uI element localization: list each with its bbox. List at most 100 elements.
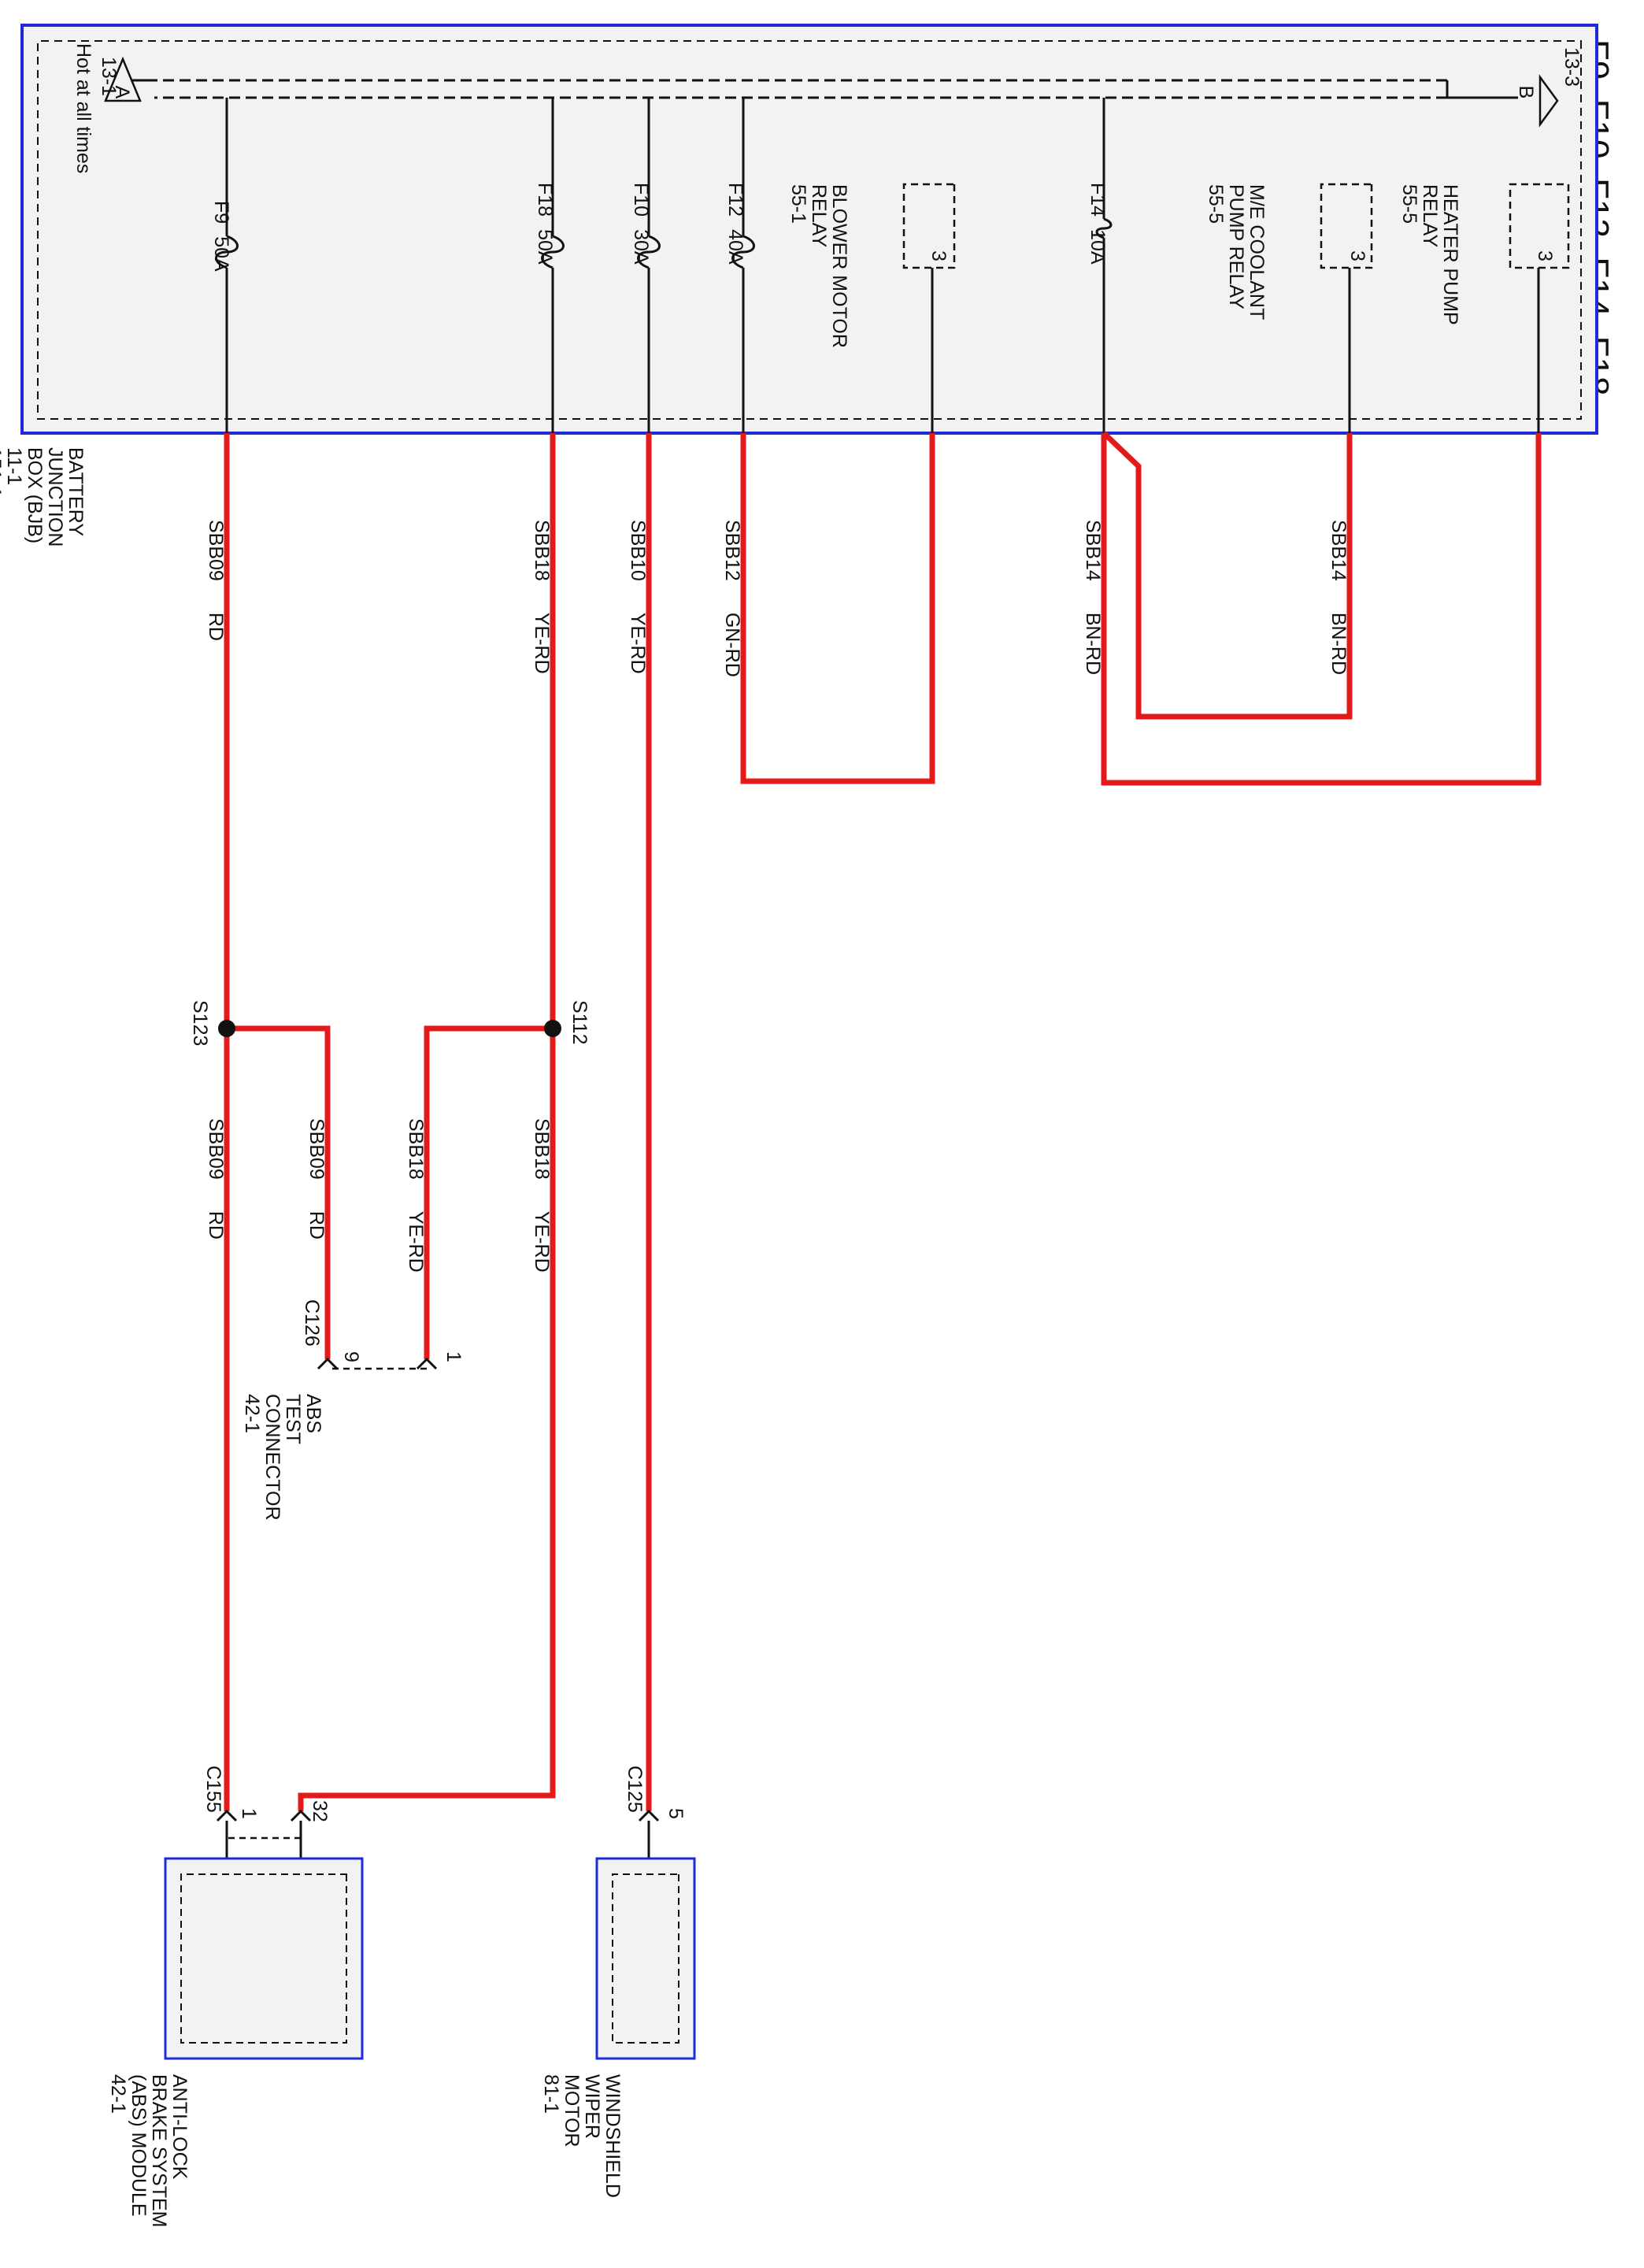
wire-sbb14-loop-heater: [1101, 433, 1542, 786]
relay-label-line: HEATER PUMP: [1439, 184, 1461, 324]
relay-label-line: 55-5: [1398, 184, 1420, 224]
abs-module: C155 1 32 ANTI-LOCK BRAKE SYSTEM (ABS) M…: [107, 1766, 364, 2233]
splice-s123-dot: [218, 1020, 235, 1037]
bjb-label: BATTERY JUNCTION BOX (BJB) 11-1 151-1: [0, 447, 87, 552]
bjb-label-line: BOX (BJB): [24, 447, 46, 543]
abs-test-connector: C126 9 1 ABS TEST CONNECTOR 42-1: [241, 1299, 465, 1526]
circuit-label: SBB12GN-RD: [721, 520, 743, 677]
fuse-f12-label: F1240A: [724, 183, 746, 265]
fuse-f10-symbol: [637, 235, 661, 269]
relay-label: BLOWER MOTOR RELAY 55-1: [787, 184, 850, 354]
fuse-f10-label: F1030A: [630, 183, 652, 265]
abs-test-pin-a: 9: [340, 1351, 362, 1362]
fuse-f14-symbol: [1094, 217, 1113, 239]
fuse-f10-rating: 30A: [630, 229, 652, 265]
bjb-outer-frame: [20, 24, 1598, 435]
relay-pin: 3: [1534, 250, 1556, 261]
wiper-motor-inner-frame: [612, 1873, 679, 2044]
relay-pin: 3: [1346, 250, 1368, 261]
circuit-label: SBB09RD: [305, 1118, 328, 1240]
relay-label-line: M/E COOLANT: [1246, 184, 1268, 320]
wire-sbb12-loop: [740, 433, 935, 784]
circuit-label: SBB14BN-RD: [1327, 520, 1350, 675]
fuse-f9-label: F9 50A: [210, 201, 232, 272]
abs-module-inner-frame: [180, 1873, 347, 2044]
fuse-f14-rating: 10A: [1087, 229, 1109, 265]
connector-b-letter: B: [1515, 86, 1537, 99]
relay-label-line: RELAY: [808, 184, 830, 247]
windshield-wiper-motor: C125 5 WINDSHIELD WIPER MOTOR 81-1: [540, 1766, 696, 2203]
abs-test-connector-label: ABS TEST CONNECTOR 42-1: [241, 1394, 324, 1526]
abs-module-connector-id: C155: [202, 1766, 224, 1813]
relay-label-line: BLOWER MOTOR: [828, 184, 850, 348]
fuse-f12-id: F12: [724, 183, 746, 217]
relay-label: HEATER PUMP RELAY 55-5: [1398, 184, 1461, 330]
circuit-label: SBB14BN-RD: [1082, 520, 1104, 675]
heater-pump-relay: 3 HEATER PUMP RELAY 55-5: [1398, 183, 1570, 433]
bjb-label-line: 11-1: [3, 447, 25, 485]
fuse-f14-id: F14: [1087, 183, 1109, 217]
connector-pin-symbol: [317, 1357, 339, 1370]
abs-module-outer-frame: [164, 1857, 364, 2060]
battery-junction-box: A 13-1 Hot at all times B 13-3: [20, 24, 1598, 435]
fuse-f18-symbol: [541, 235, 565, 269]
relay-label-line: 55-5: [1205, 184, 1227, 224]
relay-pin: 3: [928, 250, 950, 261]
bjb-inner-frame: [37, 40, 1582, 420]
wiper-motor-outer-frame: [595, 1857, 696, 2060]
wire-sbb14-loop-coolant: [1102, 431, 1353, 720]
wiper-motor-label: WINDSHIELD WIPER MOTOR 81-1: [540, 2074, 624, 2203]
wire-sbb09-to-abs-test: [227, 1025, 331, 1359]
fuse-f10-id: F10: [630, 183, 652, 217]
fuse-f18-id: F18: [534, 183, 556, 217]
bjb-label-line: BATTERY: [65, 447, 87, 536]
circuit-label: SBB09RD: [205, 520, 227, 641]
abs-module-pin-a: 1: [238, 1808, 260, 1819]
splice-s112-label: S112: [568, 1000, 591, 1045]
wires: [224, 431, 1542, 1811]
fuse-f9-rating: 50A: [210, 236, 232, 272]
bjb-label-line: JUNCTION: [44, 447, 66, 547]
fuse-f9-symbol: [215, 235, 239, 269]
fuse-f14-label: F1410A: [1087, 183, 1109, 265]
connector-pin-symbol: [216, 1809, 238, 1822]
fuse-f12-symbol: [731, 235, 755, 269]
relay-label: M/E COOLANT PUMP RELAY 55-5: [1205, 184, 1268, 325]
blower-motor-relay: 3 BLOWER MOTOR RELAY 55-1: [787, 183, 956, 433]
relay-label-line: RELAY: [1419, 184, 1441, 247]
splice-s112-dot: [544, 1020, 561, 1037]
relay-label-line: PUMP RELAY: [1225, 184, 1247, 309]
me-coolant-pump-relay: 3 M/E COOLANT PUMP RELAY 55-5: [1205, 183, 1373, 433]
connector-b-triangle: [1538, 74, 1559, 128]
connector-b-ref: 13-3: [1561, 47, 1583, 87]
connector-a-triangle: [104, 56, 142, 102]
fuse-f18-rating: 50A: [534, 229, 556, 265]
splice-s123-label: S123: [189, 1000, 211, 1046]
fuse-f9-id: F9: [210, 201, 232, 224]
circuit-label: SBB18YE-RD: [405, 1118, 427, 1273]
abs-module-label: ANTI-LOCK BRAKE SYSTEM (ABS) MODULE 42-1: [107, 2074, 191, 2233]
hot-at-all-times-label: Hot at all times: [72, 43, 94, 173]
circuit-label: SBB10YE-RD: [627, 520, 649, 674]
wiper-pin: 5: [665, 1808, 687, 1819]
connector-a-letter: A: [111, 86, 133, 99]
connector-pin-symbol: [290, 1809, 312, 1822]
connector-pin-symbol: [638, 1809, 660, 1822]
connector-a-ref: 13-1: [98, 57, 120, 96]
abs-test-connector-id: C126: [301, 1299, 323, 1347]
circuit-label: SBB18YE-RD: [531, 1118, 553, 1273]
connector-pin-symbol: [416, 1357, 438, 1370]
circuit-label: SBB09RD: [205, 1118, 227, 1240]
wire-sbb18-main: [298, 433, 556, 1811]
abs-test-pin-b: 1: [442, 1351, 465, 1362]
circuit-label: SBB18YE-RD: [531, 520, 553, 674]
bjb-label-line: 151-1: [0, 447, 5, 498]
abs-module-pin-b: 32: [309, 1800, 331, 1822]
relay-label-line: 55-1: [787, 184, 809, 224]
wiper-connector-id: C125: [624, 1766, 646, 1813]
wire-sbb18-to-abs-test: [424, 1025, 553, 1359]
fuse-f12-rating: 40A: [724, 229, 746, 265]
